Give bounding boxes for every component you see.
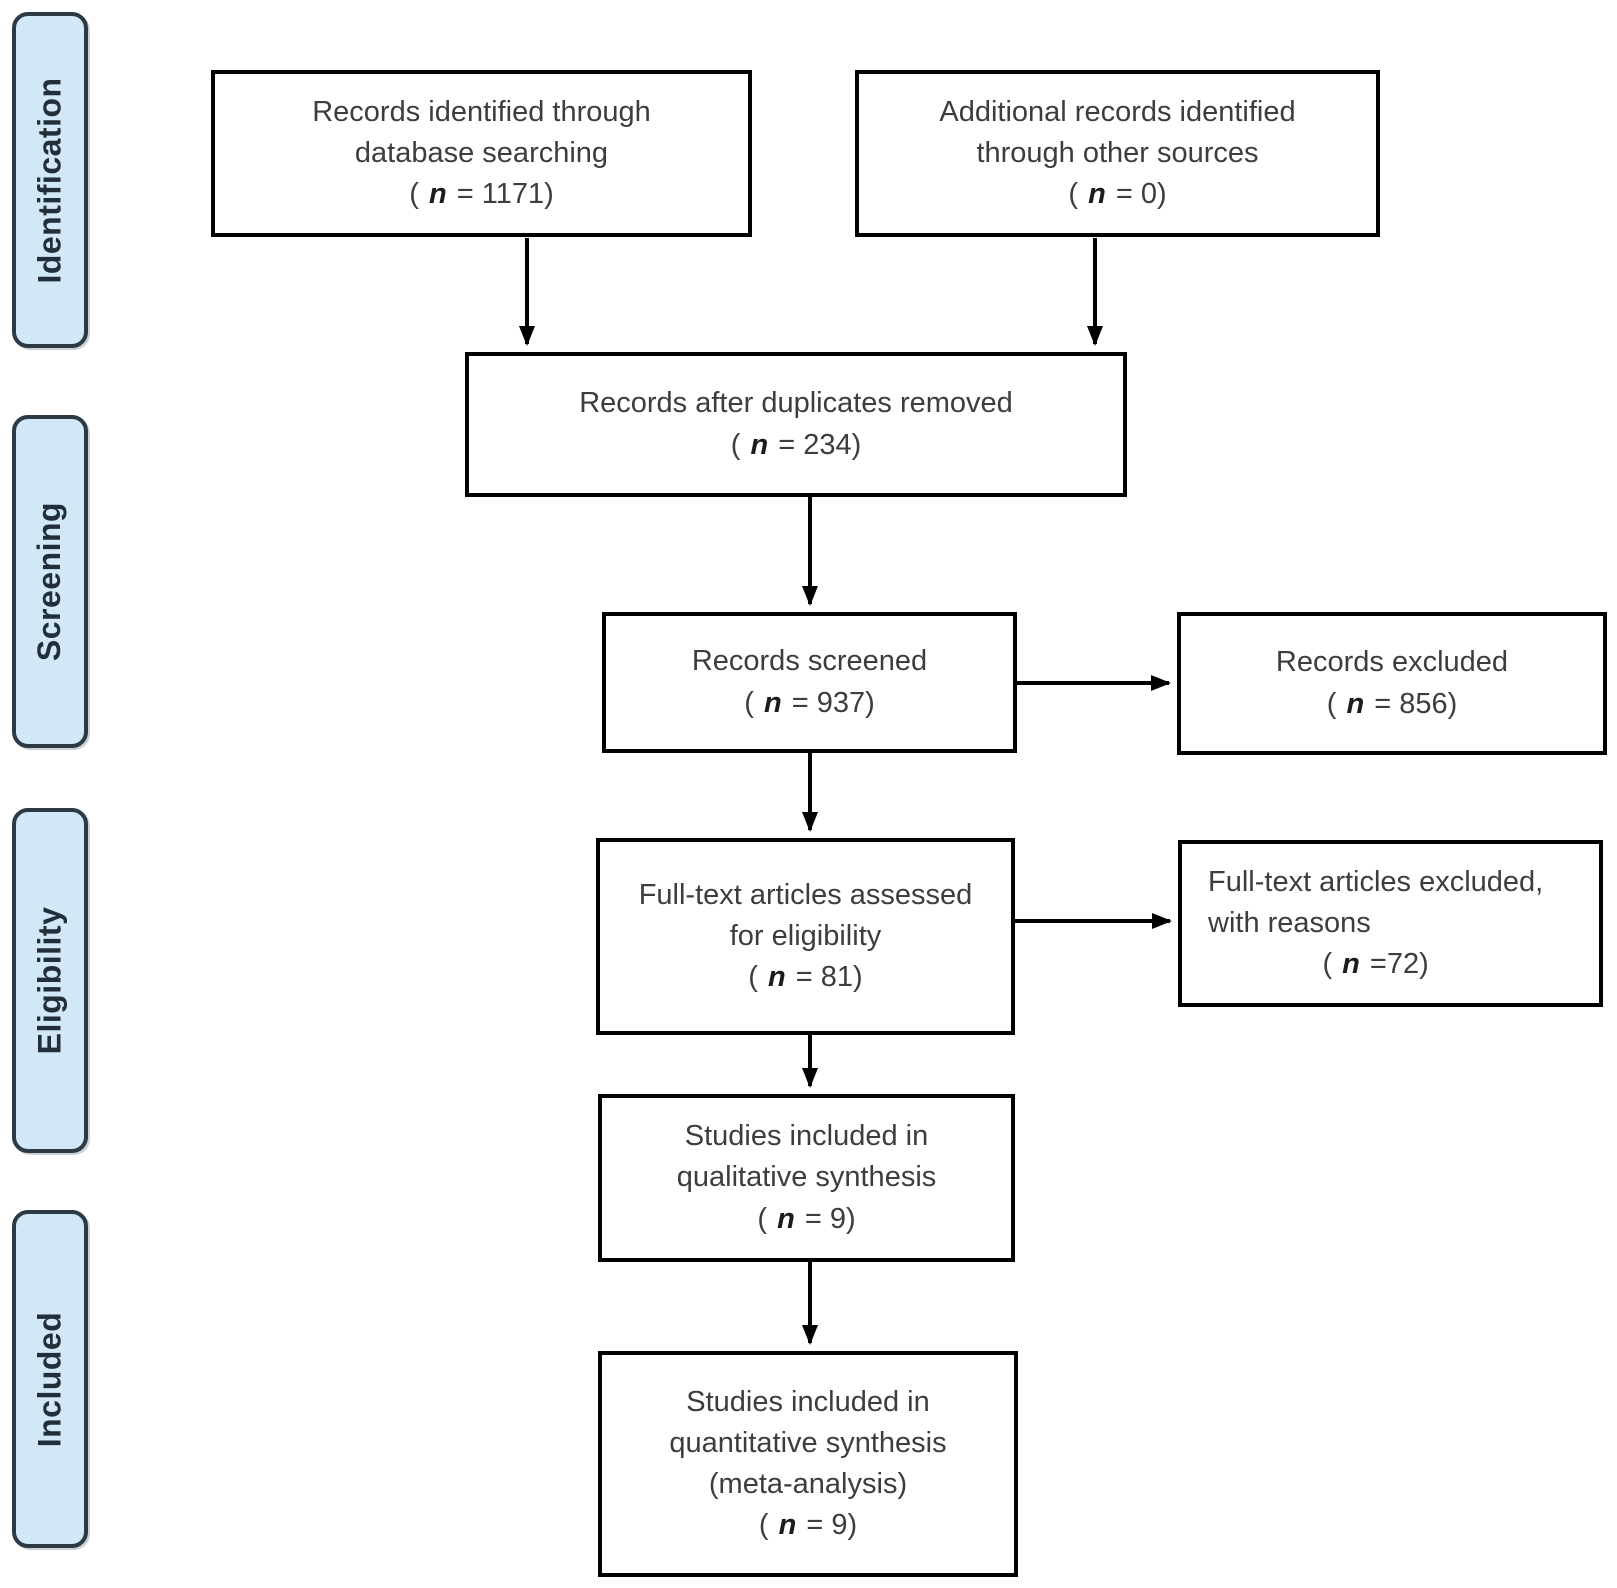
box-quantitative-synthesis: Studies included in quantitative synthes… <box>598 1351 1018 1577</box>
box-records-excluded: Records excluded ( n = 856) <box>1177 612 1607 755</box>
n-count: ( n = 234) <box>730 428 862 461</box>
stage-identification-label: Identification <box>31 76 68 284</box>
n-count: ( n = 1171) <box>409 178 554 211</box>
box-qualitative-synthesis-text: Studies included in qualitative synthesi… <box>677 1116 937 1240</box>
box-qualitative-synthesis: Studies included in qualitative synthesi… <box>598 1094 1015 1262</box>
stage-identification: Identification <box>12 12 88 348</box>
stage-screening-label: Screening <box>31 501 68 662</box>
box-fulltext-assessed-text: Full-text articles assessed for eligibil… <box>639 875 973 999</box>
n-count: ( n = 0) <box>1068 178 1167 211</box>
stage-included: Included <box>12 1210 88 1548</box>
box-additional-records-text: Additional records identified through ot… <box>939 92 1295 216</box>
box-records-screened: Records screened ( n = 937) <box>602 612 1017 753</box>
stage-eligibility-label: Eligibility <box>31 906 68 1055</box>
stage-included-label: Included <box>31 1311 68 1447</box>
box-after-duplicates: Records after duplicates removed ( n = 2… <box>465 352 1127 497</box>
n-count: ( n = 937) <box>744 686 875 719</box>
box-records-screened-text: Records screened ( n = 937) <box>692 641 927 723</box>
box-additional-records: Additional records identified through ot… <box>855 70 1380 237</box>
box-records-excluded-text: Records excluded ( n = 856) <box>1276 642 1508 724</box>
n-count: ( n =72) <box>1322 948 1429 981</box>
box-records-identified: Records identified through database sear… <box>211 70 752 237</box>
box-fulltext-excluded-text: Full-text articles excluded, with reason… <box>1182 862 1553 986</box>
box-fulltext-assessed: Full-text articles assessed for eligibil… <box>596 838 1015 1035</box>
n-count: ( n = 9) <box>758 1509 858 1542</box>
n-count: ( n = 856) <box>1326 687 1458 720</box>
n-count: ( n = 81) <box>748 961 863 994</box>
box-quantitative-synthesis-text: Studies included in quantitative synthes… <box>669 1382 946 1547</box>
box-fulltext-excluded: Full-text articles excluded, with reason… <box>1178 840 1603 1007</box>
stage-eligibility: Eligibility <box>12 808 88 1153</box>
n-count: ( n = 9) <box>757 1202 856 1235</box>
box-records-identified-text: Records identified through database sear… <box>312 92 651 216</box>
stage-screening: Screening <box>12 415 88 748</box>
box-after-duplicates-text: Records after duplicates removed ( n = 2… <box>579 383 1013 465</box>
